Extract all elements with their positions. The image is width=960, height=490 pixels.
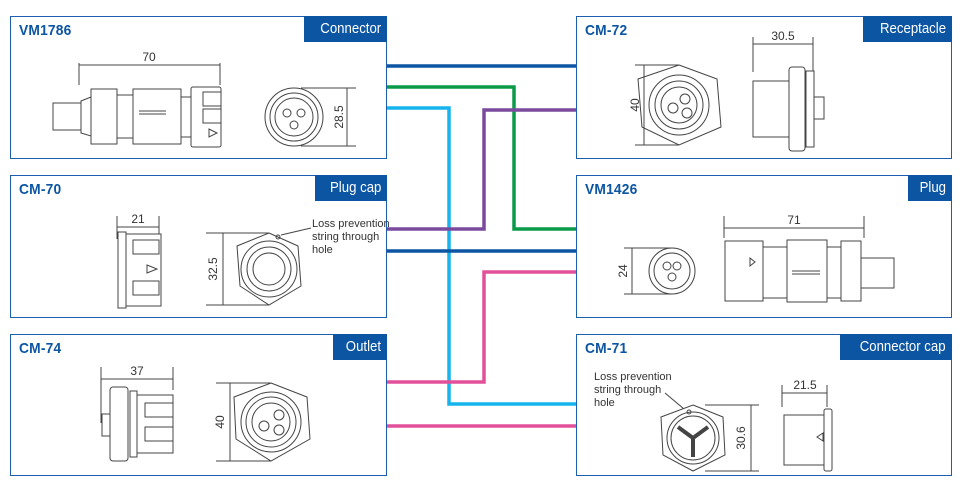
wire-vm1786-cm71 <box>386 106 577 406</box>
panel-title: VM1426 <box>585 181 638 198</box>
panel-title: CM-70 <box>19 181 62 198</box>
svg-text:21: 21 <box>131 212 145 226</box>
panel-type-badge: Plug cap <box>314 175 387 201</box>
panel-type-badge: Connector <box>303 16 387 42</box>
dimension-diameter: 28.5 <box>301 87 356 147</box>
connector-drawing: 70 28.5 <box>52 50 356 148</box>
panel-type-badge: Outlet <box>332 334 387 360</box>
panel-title: CM-72 <box>585 22 628 39</box>
note-text: Loss prevention string through hole <box>594 371 675 409</box>
panel-type-badge: Receptacle <box>862 16 952 42</box>
panel-title: CM-71 <box>585 340 628 357</box>
connector-cap-drawing: Loss prevention string through hole 21.5… <box>594 371 833 472</box>
svg-text:70: 70 <box>142 50 156 64</box>
panel-title: CM-74 <box>19 340 62 357</box>
panel-cm70: CM-70 Plug cap 21 Loss prevention string… <box>10 175 390 318</box>
cap-face <box>660 404 726 472</box>
outlet-face <box>233 382 311 462</box>
plug-face <box>648 247 696 295</box>
outlet-drawing: 37 40 <box>100 364 311 462</box>
panel-cm72: CM-72 Receptacle 30.5 40 <box>576 16 952 159</box>
svg-text:40: 40 <box>628 98 642 112</box>
wire-cm74-vm1426 <box>386 270 577 384</box>
note-text: Loss prevention string through hole <box>312 218 393 256</box>
note-leader <box>664 392 685 410</box>
svg-text:30.6: 30.6 <box>734 426 748 450</box>
svg-text:28.5: 28.5 <box>332 105 346 129</box>
svg-text:40: 40 <box>213 415 227 429</box>
panel-type-badge: Connector cap <box>840 334 952 360</box>
panel-vm1786: VM1786 Connector 70 28.5 <box>10 16 387 159</box>
note-leader <box>280 227 312 236</box>
dimension-length: 70 <box>78 50 221 85</box>
panel-cm74: CM-74 Outlet 37 40 <box>10 334 387 476</box>
svg-text:30.5: 30.5 <box>771 29 795 43</box>
cap-face <box>236 232 302 306</box>
svg-text:21.5: 21.5 <box>793 378 817 392</box>
panel-type-badge: Plug <box>907 175 952 201</box>
panel-title: VM1786 <box>19 22 72 39</box>
receptacle-face <box>637 64 722 146</box>
panel-vm1426: VM1426 Plug 71 24 <box>576 175 952 318</box>
svg-text:71: 71 <box>787 213 801 227</box>
wire-vm1786-vm1426 <box>386 85 577 231</box>
wire-cm70-cm72 <box>386 108 577 231</box>
plug-drawing: 71 24 <box>616 213 895 303</box>
svg-text:37: 37 <box>130 364 144 378</box>
connector-face <box>264 87 324 147</box>
receptacle-drawing: 30.5 40 <box>628 29 825 152</box>
svg-text:32.5: 32.5 <box>206 257 220 281</box>
svg-text:24: 24 <box>616 264 630 278</box>
panel-cm71: CM-71 Connector cap Loss prevention stri… <box>576 334 952 476</box>
plug-cap-drawing: 21 Loss prevention string through hole 3… <box>116 212 390 309</box>
